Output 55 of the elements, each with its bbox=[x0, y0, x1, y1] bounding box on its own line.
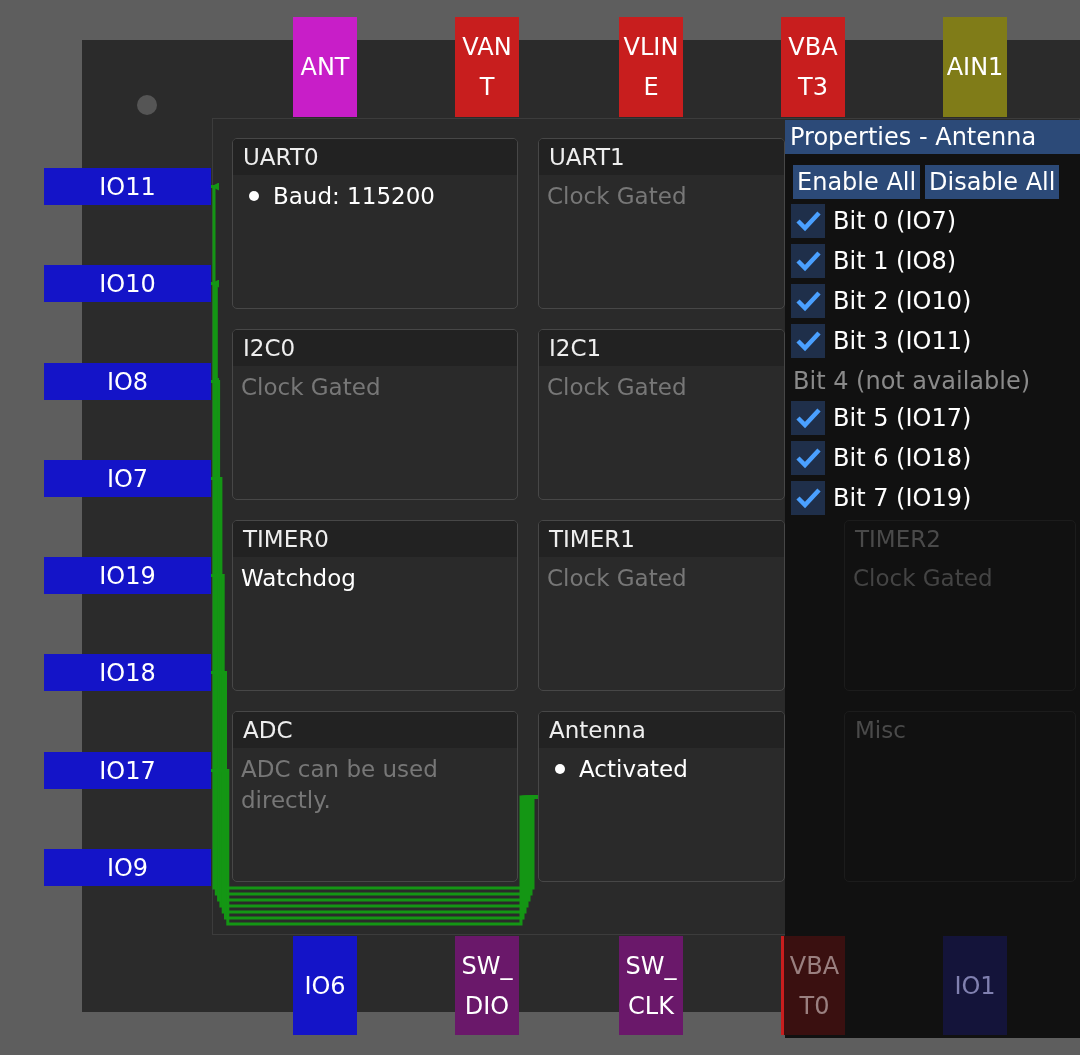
checkbox: Bit 1 (IO8) bbox=[791, 244, 957, 278]
pin-tab: IO17 bbox=[44, 752, 211, 789]
card-title: TIMER2 bbox=[854, 525, 942, 554]
card-title: I2C1 bbox=[539, 330, 784, 366]
card-title: UART0 bbox=[233, 139, 517, 175]
status-text: Baud: 115200 bbox=[241, 181, 435, 212]
peripheral-card bbox=[538, 329, 785, 500]
pin-tab: IO18 bbox=[44, 654, 211, 691]
enable-all-button: Enable All bbox=[793, 165, 921, 199]
pin-tab: IO11 bbox=[44, 168, 211, 205]
card-title: ADC bbox=[233, 712, 517, 748]
status-text: Clock Gated bbox=[547, 564, 687, 593]
checkbox: Bit 0 (IO7) bbox=[791, 204, 957, 238]
peripheral-card bbox=[232, 520, 518, 691]
peripheral-card bbox=[232, 329, 518, 500]
pin-tab: IO19 bbox=[44, 557, 211, 594]
pin-tab: VANT bbox=[455, 17, 519, 117]
card-title: I2C0 bbox=[233, 330, 517, 366]
checkbox: Bit 6 (IO18) bbox=[791, 441, 972, 475]
status-text: ADC can be used directly. bbox=[241, 755, 439, 815]
peripheral-card bbox=[232, 711, 518, 882]
peripheral-card bbox=[538, 520, 785, 691]
pin-tab: VBAT3 bbox=[781, 17, 845, 117]
status-text: Clock Gated bbox=[241, 373, 381, 402]
peripheral-card bbox=[232, 138, 518, 309]
peripheral-card bbox=[538, 138, 785, 309]
checkbox: Bit 2 (IO10) bbox=[791, 284, 972, 318]
status-text: Watchdog bbox=[241, 564, 356, 593]
pin-tab: SW_DIO bbox=[455, 936, 519, 1035]
status-text: Clock Gated bbox=[547, 182, 687, 211]
checkbox: Bit 3 (IO11) bbox=[791, 324, 972, 358]
pin-tab: AIN1 bbox=[943, 17, 1007, 117]
pin-tab: IO8 bbox=[44, 363, 211, 400]
pin-tab: ANT bbox=[293, 17, 357, 117]
card-title: Antenna bbox=[539, 712, 784, 748]
disable-all-button: Disable All bbox=[925, 165, 1060, 199]
pin-tab: SW_CLK bbox=[619, 936, 683, 1035]
pin-tab: VBAT0 bbox=[781, 936, 845, 1035]
panel-header: Properties - Antenna bbox=[785, 120, 1080, 154]
card-title: TIMER0 bbox=[233, 521, 517, 557]
checkbox: Bit 7 (IO19) bbox=[791, 481, 972, 515]
pin-tab: IO7 bbox=[44, 460, 211, 497]
pin-tab: VLINE bbox=[619, 17, 683, 117]
card-title: UART1 bbox=[539, 139, 784, 175]
pin-tab: IO6 bbox=[293, 936, 357, 1035]
checkbox: Bit 5 (IO17) bbox=[791, 401, 972, 435]
card-title: Misc bbox=[854, 716, 907, 745]
peripheral-card bbox=[538, 711, 785, 882]
pin-tab: IO1 bbox=[943, 936, 1007, 1035]
status-text: Clock Gated bbox=[547, 373, 687, 402]
pin-tab: IO10 bbox=[44, 265, 211, 302]
status-text: Activated bbox=[547, 754, 688, 785]
card-title: TIMER1 bbox=[539, 521, 784, 557]
pin-tab: IO9 bbox=[44, 849, 211, 886]
disabled-option-text: Bit 4 (not available) bbox=[793, 366, 1031, 397]
